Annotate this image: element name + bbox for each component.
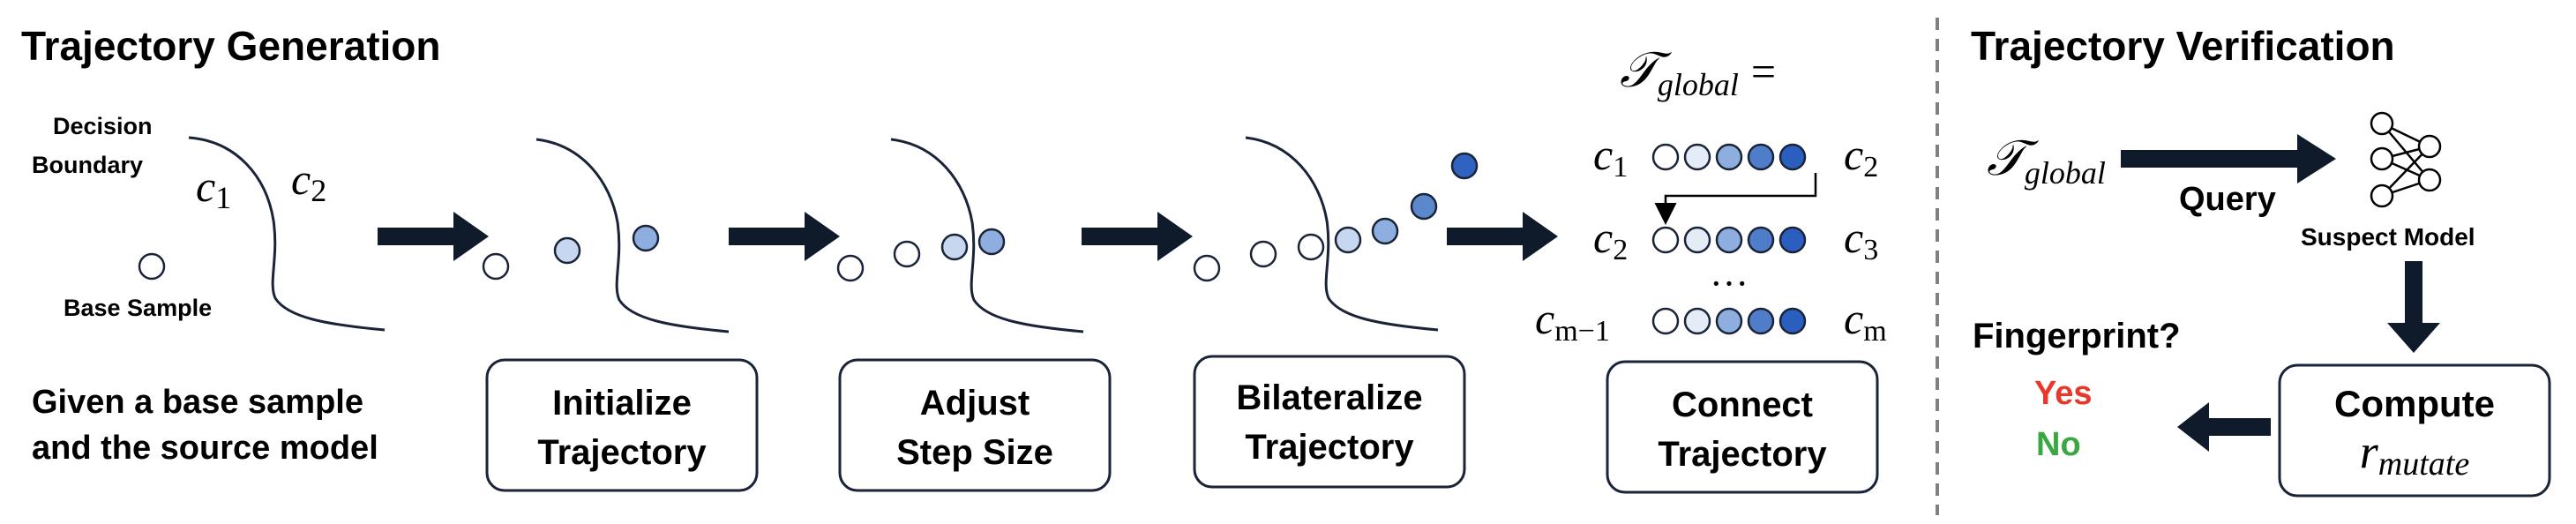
trajectory-dot <box>836 254 865 282</box>
trajectory-dot <box>1778 143 1807 171</box>
trajectory-dot <box>1249 240 1277 268</box>
trajectory-dot <box>1683 307 1711 335</box>
decision-boundary-curve <box>1245 136 1439 332</box>
query-label: Query <box>2179 181 2276 218</box>
base-sample-label: Base Sample <box>64 295 212 321</box>
trajectory-dot <box>1297 233 1325 261</box>
flow-arrow-3 <box>1082 212 1193 261</box>
step-label-line2: Step Size <box>896 433 1053 472</box>
row1-right-label: c2 <box>1844 130 1878 183</box>
down-arrow <box>2387 261 2440 353</box>
t-global-input: 𝒯global <box>1987 131 2106 191</box>
yes-label: Yes <box>2034 375 2093 412</box>
trajectory-dot <box>1450 152 1479 180</box>
decision-boundary-curve <box>188 136 386 332</box>
trajectory-dot <box>1747 143 1775 171</box>
r-mutate-label: rmutate <box>2360 425 2470 483</box>
trajectory-dot <box>940 233 969 261</box>
suspect-model-label: Suspect Model <box>2301 223 2475 251</box>
description-line2: and the source model <box>32 430 378 467</box>
flow-arrow-1 <box>378 212 489 261</box>
base-sample-dot <box>138 252 166 281</box>
trajectory-dot <box>1371 217 1399 245</box>
trajectory-dot <box>1778 226 1807 254</box>
trajectory-dot <box>977 228 1006 256</box>
rows-ellipsis: ··· <box>1710 262 1749 305</box>
row2-right-label: c3 <box>1844 213 1878 266</box>
trajectory-dot <box>1651 307 1680 335</box>
trajectory-dot <box>1683 226 1711 254</box>
generation-title: Trajectory Generation <box>21 23 441 69</box>
trajectory-dot <box>1715 307 1743 335</box>
trajectory-dot <box>1778 307 1807 335</box>
step-label-line2: Trajectory <box>537 433 707 472</box>
neural-network-icon <box>2370 111 2442 208</box>
trajectory-dot <box>553 236 581 265</box>
trajectory-dot <box>632 224 660 252</box>
compute-box <box>2278 363 2551 498</box>
trajectory-dot <box>1651 226 1680 254</box>
no-label: No <box>2036 426 2081 463</box>
trajectory-dot <box>1715 143 1743 171</box>
decision-label-line1: Decision <box>53 113 153 139</box>
trajectory-dot <box>1410 192 1438 221</box>
row3-right-label: cm <box>1844 294 1887 348</box>
trajectory-dot <box>1193 254 1221 282</box>
trajectory-dot <box>893 240 921 268</box>
trajectory-dot <box>1651 143 1680 171</box>
row1-left-label: c1 <box>1593 130 1628 183</box>
trajectory-dot <box>482 252 510 281</box>
step-box-connect <box>1606 360 1879 494</box>
trajectory-dot <box>1747 226 1775 254</box>
verification-title: Trajectory Verification <box>1971 23 2395 69</box>
step-label-line2: Trajectory <box>1658 435 1827 474</box>
flow-arrow-4 <box>1447 212 1558 261</box>
step-label-line1: Connect <box>1672 386 1813 424</box>
decision-boundary-curve <box>535 138 730 333</box>
trajectory-dot <box>1683 143 1711 171</box>
step-box-bilateralize <box>1193 355 1466 489</box>
left-arrow <box>2177 402 2271 452</box>
row3-left-label: cm−1 <box>1535 294 1610 348</box>
panel-adjust-step: Adjust Step Size <box>836 138 1112 492</box>
panel-bilateralize: Bilateralize Trajectory <box>1193 136 1479 489</box>
trajectory-dot <box>1715 226 1743 254</box>
decision-label-line2: Boundary <box>32 152 143 178</box>
description-line1: Given a base sample <box>32 384 363 421</box>
query-arrow <box>2121 134 2336 183</box>
connect-arrow <box>1654 173 1817 225</box>
step-box-initialize <box>485 358 759 492</box>
step-label-line2: Trajectory <box>1245 428 1414 467</box>
trajectory-dot <box>1747 307 1775 335</box>
panel-connect: 𝒯global= c1 c2 c2 c3 ··· cm−1 <box>1535 43 1887 494</box>
class-c2-label: c2 <box>291 154 326 208</box>
step-box-adjust <box>838 358 1112 492</box>
row2-left-label: c2 <box>1593 213 1628 266</box>
verification-section: Trajectory Verification 𝒯global Query Su… <box>1971 23 2551 498</box>
class-c1-label: c1 <box>196 161 231 215</box>
t-global-heading: 𝒯global= <box>1620 43 1776 102</box>
step-label-line1: Adjust <box>920 384 1030 423</box>
flow-arrow-2 <box>729 212 840 261</box>
panel-initialize: Initialize Trajectory <box>482 138 759 492</box>
step-label-line1: Bilateralize <box>1236 378 1422 417</box>
panel-base-sample: Decision Boundary c1 c2 Base Sample Give… <box>32 113 386 467</box>
fingerprint-question: Fingerprint? <box>1973 317 2181 356</box>
compute-label: Compute <box>2334 383 2495 424</box>
trajectory-dot <box>1334 226 1362 254</box>
decision-boundary-curve <box>890 138 1084 333</box>
step-label-line1: Initialize <box>552 384 692 423</box>
